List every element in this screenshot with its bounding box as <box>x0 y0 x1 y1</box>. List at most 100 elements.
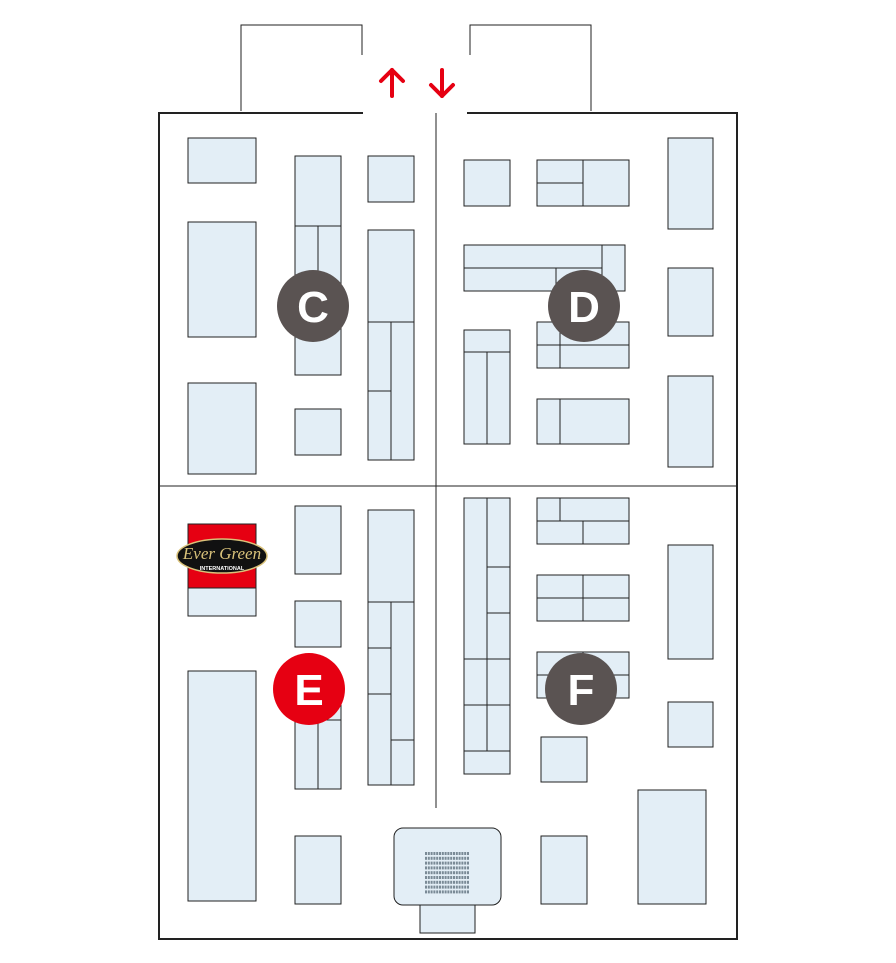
booth[interactable] <box>187 670 257 902</box>
seat <box>433 856 436 860</box>
seat <box>427 871 430 875</box>
booth[interactable] <box>540 736 588 783</box>
booth[interactable] <box>667 375 714 468</box>
seat <box>433 885 436 889</box>
seat <box>441 876 444 879</box>
seat <box>441 852 444 855</box>
zone-marker-e[interactable]: E <box>273 653 345 725</box>
seat <box>441 861 444 865</box>
seat <box>436 866 439 870</box>
seat <box>427 861 430 865</box>
booth[interactable] <box>294 505 342 575</box>
seat <box>444 880 447 884</box>
seat <box>453 880 455 884</box>
seat <box>425 866 427 870</box>
zone-marker-f-circle <box>545 653 617 725</box>
booth[interactable] <box>637 789 707 905</box>
seat <box>436 856 439 860</box>
seat <box>455 866 458 870</box>
seat <box>467 890 469 894</box>
seat <box>433 876 436 879</box>
seat <box>453 856 455 860</box>
seat <box>458 880 461 884</box>
seat <box>447 890 450 894</box>
seat <box>425 856 427 860</box>
seat <box>447 866 450 870</box>
seat <box>450 856 453 860</box>
seat <box>458 885 461 889</box>
stage-step <box>419 904 476 934</box>
logo-brand-name: Ever Green <box>182 544 261 563</box>
seat <box>436 885 439 889</box>
booth[interactable] <box>536 398 630 445</box>
seat <box>464 856 467 860</box>
evergreen-logo: Ever Green INTERNATIONAL <box>176 523 268 589</box>
seat <box>458 871 461 875</box>
seat <box>433 852 436 855</box>
seat <box>464 876 467 879</box>
seat <box>433 866 436 870</box>
booth[interactable] <box>187 137 257 184</box>
zone-marker-c[interactable]: C <box>277 270 349 342</box>
seat <box>453 852 455 855</box>
seat <box>430 876 433 879</box>
seat <box>455 885 458 889</box>
booth[interactable] <box>187 382 257 475</box>
seat <box>425 861 427 865</box>
booth[interactable] <box>294 835 342 905</box>
booth[interactable] <box>667 544 714 660</box>
seat <box>464 871 467 875</box>
seat <box>447 885 450 889</box>
seat <box>455 890 458 894</box>
seat <box>425 876 427 879</box>
seat <box>455 852 458 855</box>
zone-marker-c-circle <box>277 270 349 342</box>
zone-marker-f-label: F <box>568 666 595 715</box>
zone-marker-d-circle <box>548 270 620 342</box>
seat <box>450 876 453 879</box>
booth[interactable] <box>667 137 714 230</box>
seat <box>427 876 430 879</box>
seat <box>450 885 453 889</box>
seat <box>447 861 450 865</box>
seat <box>461 861 464 865</box>
seat <box>467 861 469 865</box>
booth[interactable] <box>463 159 511 207</box>
booth[interactable] <box>294 600 342 648</box>
seat <box>444 890 447 894</box>
zone-marker-d[interactable]: D <box>548 270 620 342</box>
seat <box>458 852 461 855</box>
seat <box>425 885 427 889</box>
booth[interactable] <box>294 408 342 456</box>
seat <box>430 880 433 884</box>
seat <box>467 871 469 875</box>
booth[interactable] <box>367 155 415 203</box>
seat <box>467 876 469 879</box>
seat <box>441 871 444 875</box>
zone-marker-f[interactable]: F <box>545 653 617 725</box>
booth[interactable] <box>667 701 714 748</box>
arrow-up-icon <box>379 68 405 98</box>
seat <box>430 852 433 855</box>
booth[interactable] <box>187 221 257 338</box>
seat <box>441 880 444 884</box>
seat <box>430 871 433 875</box>
booth[interactable] <box>667 267 714 337</box>
seat <box>453 876 455 879</box>
seat <box>464 890 467 894</box>
seat <box>447 852 450 855</box>
seat <box>458 866 461 870</box>
logo-oval <box>176 538 268 574</box>
seat <box>436 890 439 894</box>
booth[interactable] <box>540 835 588 905</box>
section-d-booths <box>463 137 714 468</box>
seat <box>464 880 467 884</box>
seat <box>430 885 433 889</box>
seat <box>450 890 453 894</box>
seat <box>461 880 464 884</box>
seat <box>425 871 427 875</box>
seat <box>444 856 447 860</box>
seat <box>439 876 441 879</box>
logo-subtitle: INTERNATIONAL <box>200 566 245 572</box>
